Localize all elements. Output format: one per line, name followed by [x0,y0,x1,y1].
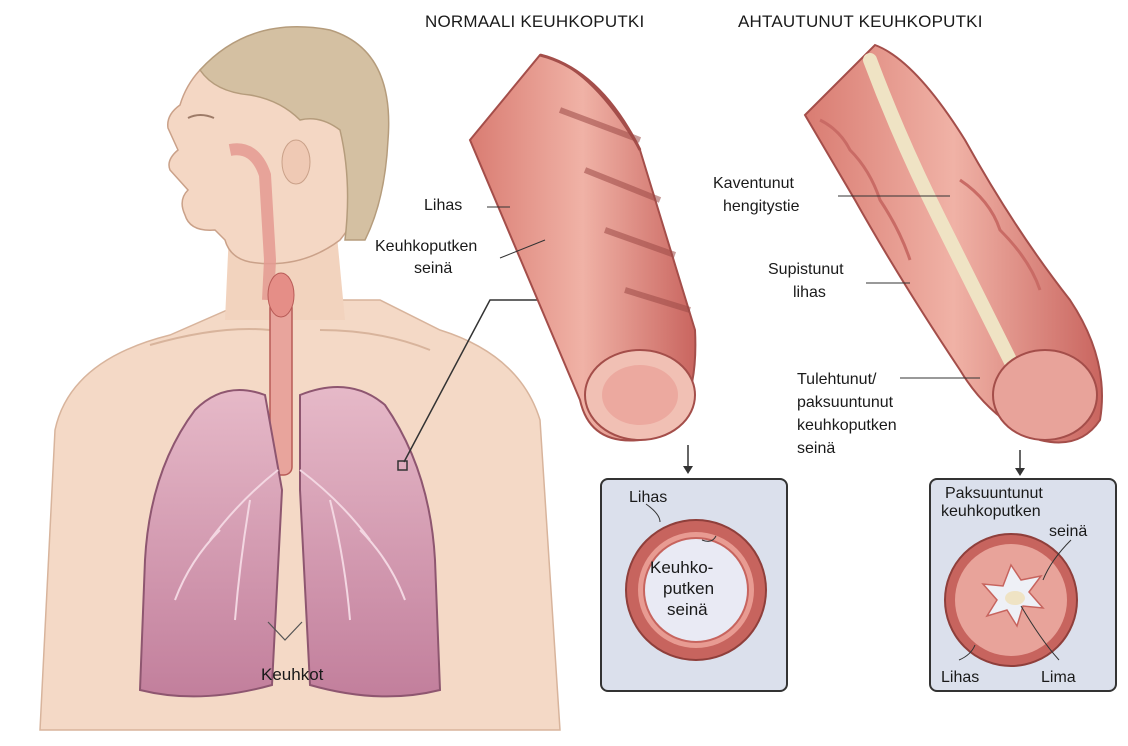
inflamed-wall-label-2: paksuuntunut [797,393,893,412]
contracted-muscle-label-2: lihas [793,283,826,302]
narrowed-heading: AHTAUTUNUT KEUHKOPUTKI [738,12,983,32]
inflamed-wall-label-3: keuhkoputken [797,416,897,435]
narrowed-xs-muscle-label: Lihas [941,668,979,687]
narrowed-cross-section-panel: Paksuuntunut keuhkoputken seinä Lihas Li… [929,478,1117,692]
inflamed-wall-label-1: Tulehtunut/ [797,370,876,389]
head [168,27,389,264]
normal-wall-label-1: Keuhkoputken [375,237,477,256]
normal-xs-wall-label-2: putken [663,579,714,598]
inflamed-wall-label-4: seinä [797,439,835,458]
lungs-label: Keuhkot [261,665,323,684]
ear [282,140,310,184]
normal-xs-muscle-label: Lihas [629,488,667,507]
normal-cross-section-panel: Lihas Keuhko- putken seinä [600,478,788,692]
normal-heading: NORMAALI KEUHKOPUTKI [425,12,644,32]
narrowed-xs-wall-label-3: seinä [1049,522,1087,541]
contracted-muscle-label-1: Supistunut [768,260,844,279]
normal-muscle-label: Lihas [424,196,462,215]
normal-wall-label-2: seinä [414,259,452,278]
normal-xs-wall-label-3: seinä [667,600,708,619]
narrowed-airway-label-1: Kaventunut [713,174,794,193]
narrowed-xs-wall-label-1: Paksuuntunut [945,484,1043,503]
narrowed-xs-mucus-label: Lima [1041,668,1076,687]
normal-xs-wall-label-1: Keuhko- [650,558,713,577]
narrowed-xs-wall-label-2: keuhkoputken [941,502,1041,521]
narrowed-airway-label-2: hengitystie [723,197,800,216]
